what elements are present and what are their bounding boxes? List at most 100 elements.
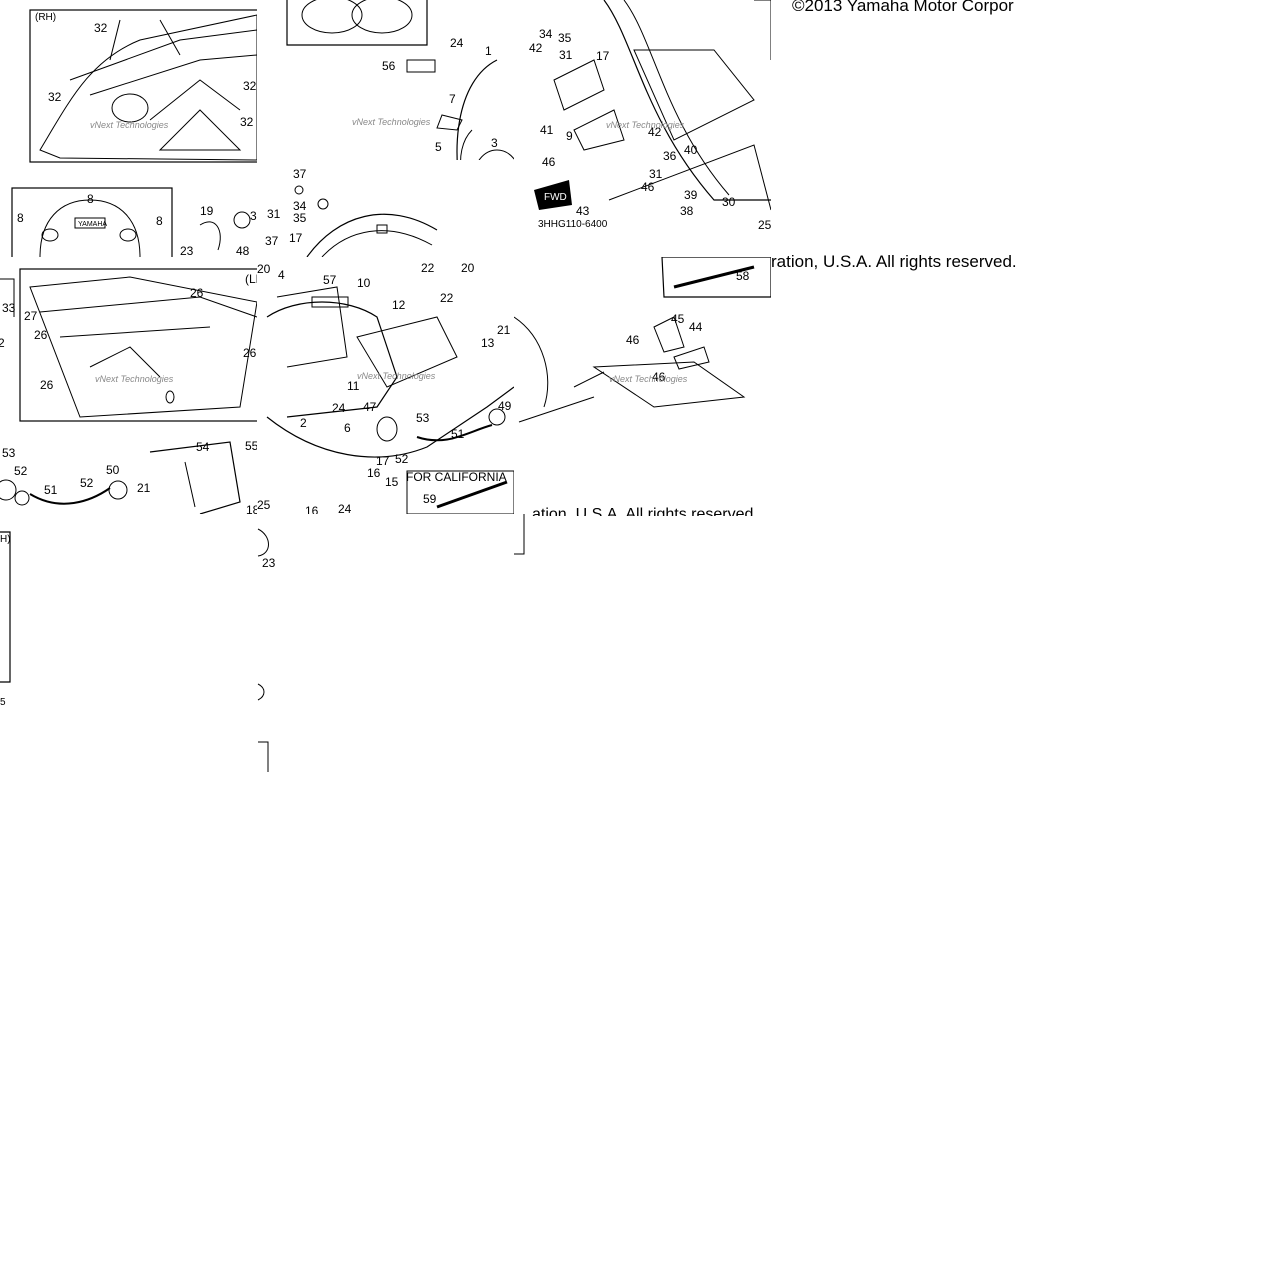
callout-34: 34 xyxy=(539,27,553,41)
callout-5: 5 xyxy=(435,140,442,154)
right-bracket-drawing: 58 45 44 46 46 vNext Technologies xyxy=(514,257,771,423)
callout-39: 39 xyxy=(684,188,698,202)
callout-43: 43 xyxy=(576,204,590,218)
callout-7: 7 xyxy=(449,92,456,106)
callout-8a: 8 xyxy=(87,192,94,206)
callout-32c: 32 xyxy=(48,90,62,104)
fwd-mark: FWD xyxy=(544,192,567,203)
callout-17: 17 xyxy=(596,49,610,63)
callout-16b: 16 xyxy=(305,504,319,514)
callout-26b: 26 xyxy=(34,328,48,342)
tile-fragment-right xyxy=(514,514,526,556)
callout-46b: 46 xyxy=(641,180,655,194)
callout-24b: 24 xyxy=(338,502,352,514)
callout-25: 25 xyxy=(257,498,271,512)
diagram-code: 3HHG110-6400 xyxy=(538,219,608,230)
callout-52: 52 xyxy=(395,452,409,466)
windscreen-drawing: 8 8 8 YAMAHA 19 48 23 31 xyxy=(11,187,257,257)
tile-intake: 53 52 51 52 50 21 54 55 18 xyxy=(0,422,257,514)
copyright-mid-right: ration, U.S.A. All rights reserved. xyxy=(771,252,1017,271)
callout-2: 2 xyxy=(300,416,307,430)
callout-55: 55 xyxy=(245,439,257,453)
callout-32a: 32 xyxy=(94,21,108,35)
callout-24: 24 xyxy=(450,36,464,50)
tile-bottom-left: H) 5 23 xyxy=(0,514,290,774)
tile-brackets: 34 35 31 42 17 41 9 42 36 46 31 46 43 FW… xyxy=(514,0,771,257)
tile-lh-side-cowl: (LH) 33 27 26 26 26 26 2 vNext Technolog… xyxy=(0,257,257,422)
callout-13: 13 xyxy=(481,336,495,350)
callout-6: 6 xyxy=(344,421,351,435)
bolts-drawing: 37 34 31 35 37 17 xyxy=(265,167,438,257)
callout-8c: 8 xyxy=(156,214,163,228)
bottom-left-drawing: H) 5 23 xyxy=(0,528,276,772)
callout-26d: 26 xyxy=(40,378,54,392)
callout-17: 17 xyxy=(289,231,303,245)
callout-37b: 37 xyxy=(265,234,279,248)
callout-33: 33 xyxy=(2,301,16,315)
fragment-bracket xyxy=(514,514,525,555)
callout-32b: 32 xyxy=(243,79,257,93)
callout-42a: 42 xyxy=(529,41,543,55)
callout-20a: 20 xyxy=(257,262,271,276)
callout-22b: 22 xyxy=(440,291,454,305)
callout-15: 15 xyxy=(385,475,399,489)
callout-32d: 32 xyxy=(240,115,254,129)
callout-17: 17 xyxy=(376,454,390,468)
callout-53: 53 xyxy=(416,411,430,425)
callout-26c: 26 xyxy=(243,346,257,360)
lh-label: (LH) xyxy=(245,272,257,286)
callout-11: 11 xyxy=(347,379,360,393)
callout-53: 53 xyxy=(2,446,16,460)
tile-right-bracket: 58 45 44 46 46 vNext Technologies xyxy=(514,257,771,514)
callout-27: 27 xyxy=(24,309,38,323)
callout-52b: 52 xyxy=(80,476,94,490)
callout-42b: 42 xyxy=(648,125,662,139)
callout-26a: 26 xyxy=(190,286,204,300)
callout-16a: 16 xyxy=(367,466,381,480)
callout-21: 21 xyxy=(497,323,511,337)
callout-9: 9 xyxy=(566,129,573,143)
callout-52a: 52 xyxy=(14,464,28,478)
callout-1: 1 xyxy=(485,44,492,58)
watermark: vNext Technologies xyxy=(606,120,685,130)
callout-57: 57 xyxy=(323,273,337,287)
callout-45: 45 xyxy=(671,312,685,326)
callout-12: 12 xyxy=(392,298,406,312)
watermark: vNext Technologies xyxy=(609,374,688,384)
callout-23: 23 xyxy=(180,244,194,257)
callout-51: 51 xyxy=(44,483,58,497)
rh-label: (RH) xyxy=(35,12,56,23)
callout-4: 4 xyxy=(278,268,285,282)
callout-35: 35 xyxy=(558,31,572,45)
callout-51: 51 xyxy=(451,427,465,441)
callout-44: 44 xyxy=(689,320,703,334)
callout-56: 56 xyxy=(382,59,396,73)
watermark: vNext Technologies xyxy=(357,371,436,381)
callout-49: 49 xyxy=(498,399,512,413)
callout-8b: 8 xyxy=(17,211,24,225)
callout-31b: 31 xyxy=(649,167,663,181)
callout-31: 31 xyxy=(267,207,281,221)
callout-19: 19 xyxy=(200,204,214,218)
callout-40: 40 xyxy=(684,143,698,157)
callout-31a: 31 xyxy=(559,48,573,62)
callout-21: 21 xyxy=(137,481,151,495)
watermark: vNext Technologies xyxy=(95,374,174,384)
callout-23: 23 xyxy=(262,556,276,570)
callout-3: 3 xyxy=(491,136,498,150)
callout-54: 54 xyxy=(196,440,210,454)
callout-25: 25 xyxy=(758,218,771,232)
callout-36: 36 xyxy=(663,149,677,163)
copyright-bottom-partial: ation, U.S.A. All rights reserved. xyxy=(532,506,758,516)
callout-50: 50 xyxy=(106,463,120,477)
for-california-label: FOR CALIFORNIA xyxy=(406,470,507,484)
lh-side-cowl-drawing: (LH) 33 27 26 26 26 26 2 vNext Technolog… xyxy=(0,268,257,422)
callout-38: 38 xyxy=(680,204,694,218)
inner-panel-drawing: 20 4 57 10 22 12 22 20 28 29 14 37 21 13… xyxy=(257,261,514,514)
h-label: H) xyxy=(0,534,11,545)
callout-5: 5 xyxy=(0,697,6,708)
tile-bolts: 37 34 31 35 37 17 xyxy=(257,160,514,257)
callout-41: 41 xyxy=(540,123,554,137)
callout-46a: 46 xyxy=(542,155,556,169)
callout-34: 34 xyxy=(293,199,307,213)
